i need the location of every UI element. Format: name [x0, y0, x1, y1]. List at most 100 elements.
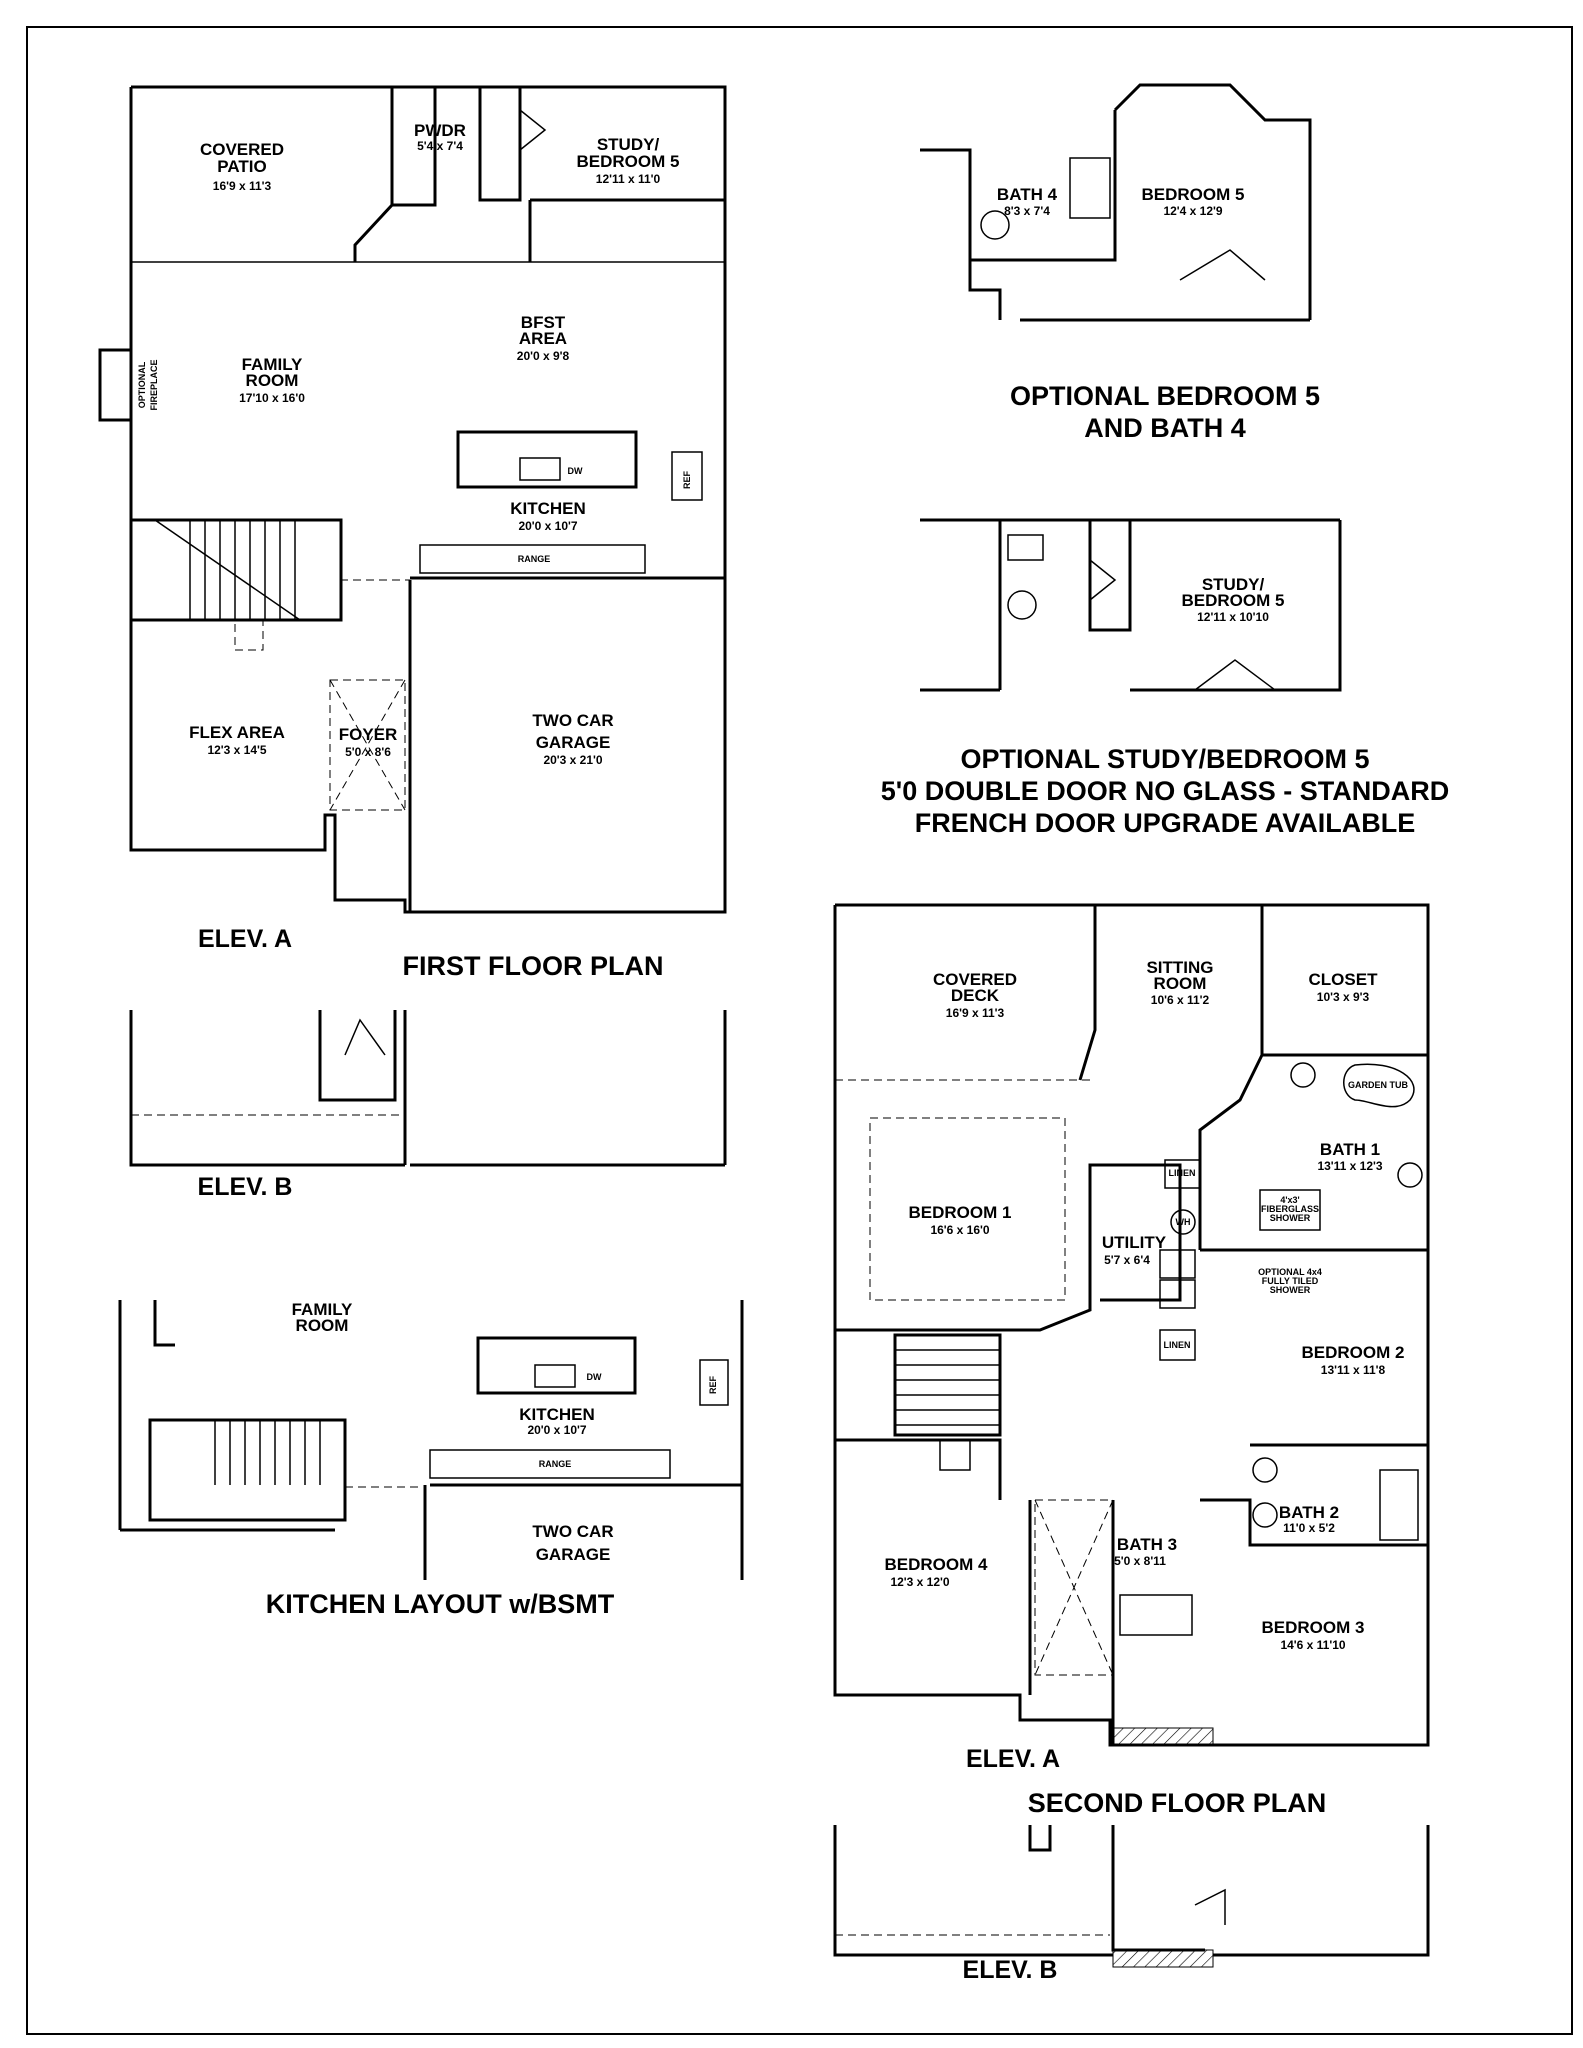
opt-study-name: STUDY/ — [1202, 575, 1265, 594]
second-floor-elev-a: ELEV. A — [966, 1745, 1060, 1773]
bedroom2-name: BEDROOM 2 — [1302, 1343, 1405, 1362]
bedroom2-dims: 13'11 x 11'8 — [1321, 1363, 1386, 1377]
bedroom4-wall — [835, 1438, 1002, 1500]
opt-study-caption-2: 5'0 DOUBLE DOOR NO GLASS - STANDARD — [881, 776, 1449, 806]
linen-1 — [1164, 1159, 1201, 1189]
sitting-room-name: SITTING — [1146, 958, 1213, 977]
kitchen-counter — [419, 544, 646, 574]
bath1-dims: 13'11 x 12'3 — [1317, 1159, 1382, 1173]
opt-study-dims: 12'11 x 10'10 — [1197, 610, 1269, 624]
foyer-dims: 5'0 x 8'6 — [345, 745, 391, 759]
second-floor-elev-b-label: ELEV. B — [963, 1956, 1058, 1984]
bsmt-dw-label: DW — [587, 1372, 602, 1382]
stair-treads — [154, 519, 301, 621]
garage-dims: 20'3 x 21'0 — [543, 753, 602, 767]
bedroom4-closet — [939, 1439, 971, 1471]
utility-name: UTILITY — [1102, 1233, 1167, 1252]
balcony-rail-1 — [1112, 1727, 1214, 1746]
page-border — [26, 26, 1573, 2035]
opt-study-caption-3: FRENCH DOOR UPGRADE AVAILABLE — [915, 808, 1416, 838]
opt-bedroom5-dims: 12'4 x 12'9 — [1163, 204, 1222, 218]
covered-deck-name: COVERED — [933, 970, 1017, 989]
closet-dims: 10'3 x 9'3 — [1317, 990, 1370, 1004]
covered-deck-name-2: DECK — [951, 986, 1000, 1005]
bedroom4-name: BEDROOM 4 — [885, 1555, 989, 1574]
first-floor-plan: DW RANGE REF OPTIONAL FIREPLACE COVERED … — [98, 85, 727, 981]
ref-label: REF — [682, 470, 692, 489]
opt-bedroom5-caption-2: AND BATH 4 — [1084, 413, 1246, 443]
family-room-name: FAMILY — [242, 355, 303, 374]
kitchen-island — [456, 430, 638, 489]
study-dims: 12'11 x 11'0 — [596, 172, 661, 186]
washer — [1159, 1249, 1196, 1279]
second-floor-elev-b: ELEV. B — [833, 1825, 1430, 1984]
refrigerator — [671, 451, 703, 501]
optional-study-plan: STUDY/ BEDROOM 5 12'11 x 10'10 OPTIONAL … — [881, 518, 1449, 838]
bedroom3-top-wall — [1200, 1498, 1428, 1547]
dryer — [1159, 1279, 1196, 1309]
opt-bedroom5-caption-1: OPTIONAL BEDROOM 5 — [1010, 381, 1320, 411]
flex-area-name: FLEX AREA — [189, 723, 285, 742]
tray-ceiling — [869, 1117, 1066, 1301]
utility-dims: 5'7 x 6'4 — [1104, 1253, 1150, 1267]
stair-block — [129, 518, 343, 622]
closet-name: CLOSET — [1309, 970, 1379, 989]
bsmt-family-name: FAMILY — [292, 1300, 353, 1319]
bedroom3-name: BEDROOM 3 — [1262, 1618, 1365, 1637]
patio-wall — [353, 87, 394, 262]
fireplace-label-2: FIREPLACE — [149, 359, 159, 410]
bath3-tub — [1119, 1594, 1193, 1636]
second-stair — [893, 1333, 1002, 1437]
bath1-wall — [1198, 1054, 1264, 1250]
bedroom3-dims: 14'6 x 11'10 — [1280, 1638, 1345, 1652]
opt-shower-label-3: SHOWER — [1270, 1285, 1311, 1295]
kitchen-name: KITCHEN — [510, 499, 586, 518]
bedroom1-wall — [835, 1163, 1130, 1332]
opt-study-name-2: BEDROOM 5 — [1182, 591, 1285, 610]
bath4-name: BATH 4 — [997, 185, 1058, 204]
bfst-dims: 20'0 x 9'8 — [517, 349, 570, 363]
first-floor-outer-wall — [129, 85, 727, 914]
family-room-name-2: ROOM — [246, 371, 299, 390]
garden-tub — [1343, 1063, 1415, 1108]
bfst-name: BFST — [521, 313, 566, 332]
bsmt-garage-name: TWO CAR — [532, 1522, 613, 1541]
shower-label-1: 4'x3' — [1280, 1195, 1299, 1205]
bedroom1-dims: 16'6 x 16'0 — [930, 1223, 989, 1237]
study-name-2: BEDROOM 5 — [577, 152, 680, 171]
bath4-dims: 8'3 x 7'4 — [1004, 204, 1050, 218]
covered-patio-name: COVERED — [200, 140, 284, 159]
second-floor-plan: WH LINEN LINEN GARDEN TUB 4'x3' FIBERGLA… — [833, 903, 1430, 1968]
deck-wall — [1078, 905, 1097, 1081]
linen-label-2: LINEN — [1164, 1340, 1191, 1350]
garage-name-2: GARAGE — [536, 733, 611, 752]
closet-door — [519, 109, 547, 151]
fireplace-label-1: OPTIONAL — [137, 361, 147, 408]
covered-patio-dims: 16'9 x 11'3 — [213, 179, 272, 193]
opt-shower-label-2: FULLY TILED — [1262, 1276, 1319, 1286]
bedroom4-dims: 12'3 x 12'0 — [890, 1575, 949, 1589]
dishwasher-label: DW — [568, 466, 583, 476]
bedroom1-name: BEDROOM 1 — [909, 1203, 1012, 1222]
bsmt-family-name-2: ROOM — [296, 1316, 349, 1335]
range-label: RANGE — [518, 554, 551, 564]
pwdr-wall — [392, 87, 437, 207]
linen-2 — [1159, 1329, 1196, 1361]
stair-landing-dash — [234, 619, 264, 651]
covered-patio-name-2: PATIO — [217, 157, 266, 176]
covered-deck-dims: 16'9 x 11'3 — [946, 1006, 1005, 1020]
foyer-open — [329, 679, 406, 811]
fireplace-box — [98, 348, 131, 422]
bsmt-ref-label: REF — [708, 1375, 718, 1394]
sitting-room-name-2: ROOM — [1154, 974, 1207, 993]
bath2-dims: 11'0 x 5'2 — [1283, 1521, 1335, 1535]
flex-area-dims: 12'3 x 14'5 — [207, 743, 266, 757]
bsmt-garage-name-2: GARAGE — [536, 1545, 611, 1564]
optional-bedroom5-plan: BATH 4 8'3 x 7'4 BEDROOM 5 12'4 x 12'9 O… — [920, 83, 1320, 443]
shower-label-3: SHOWER — [1270, 1213, 1311, 1223]
balcony-rail-2 — [1112, 1949, 1214, 1968]
water-heater — [1170, 1209, 1196, 1235]
bath2-tub — [1379, 1469, 1419, 1541]
kitchen-dims: 20'0 x 10'7 — [518, 519, 577, 533]
